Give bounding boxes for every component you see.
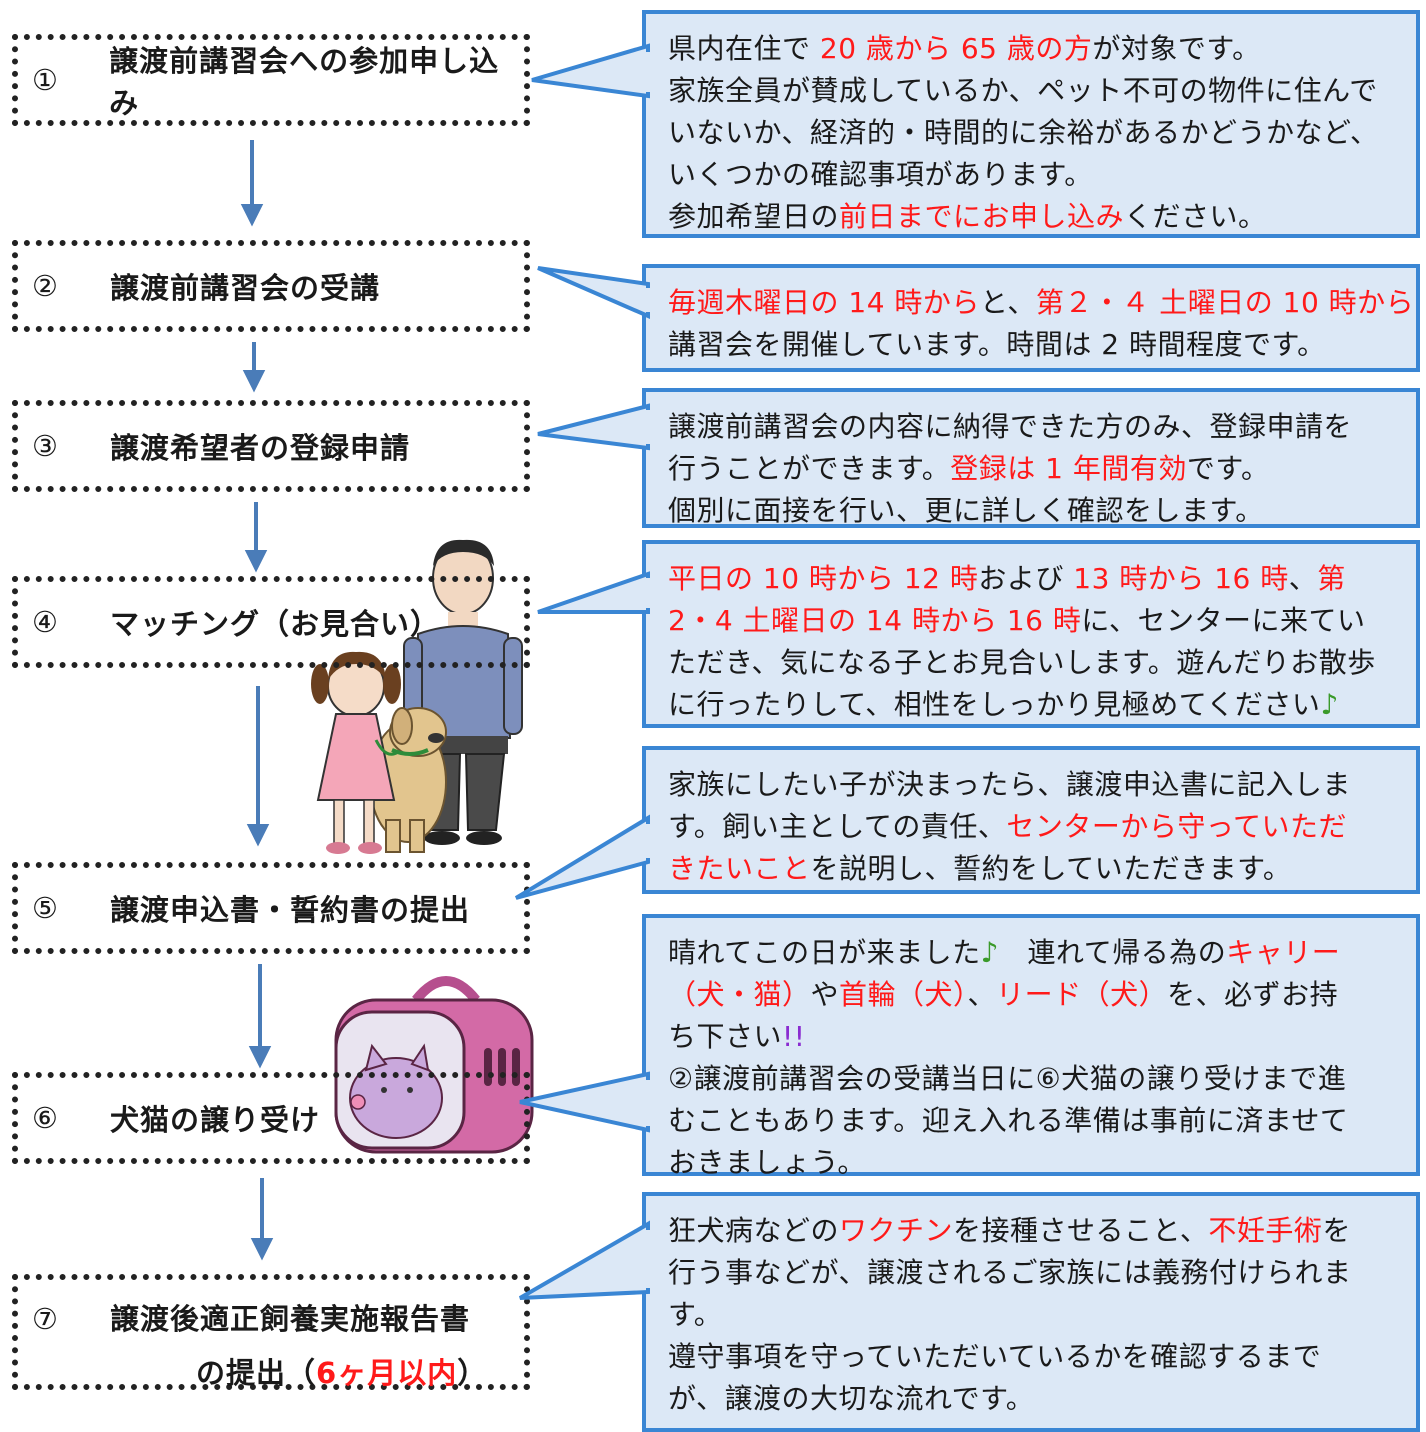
- step-number: ③: [32, 429, 59, 463]
- text: および: [978, 562, 1074, 595]
- step-label-part: の提出（: [196, 1356, 317, 1390]
- text: を: [1322, 1214, 1351, 1247]
- step-6-box: ⑥ 犬猫の譲り受け: [12, 1072, 530, 1164]
- step-7-box: ⑦ 譲渡後適正飼養実施報告書 の提出（6ヶ月以内）: [12, 1274, 530, 1390]
- callout-step-4: 平日の 10 時から 12 時および 13 時から 16 時、第 2・4 土曜日…: [642, 540, 1420, 728]
- text: が対象です。: [1092, 32, 1261, 65]
- text-line: が、譲渡の大切な流れです。: [668, 1382, 1035, 1415]
- text-line: いくつかの確認事項があります。: [668, 158, 1093, 191]
- step-number: ⑦: [32, 1302, 59, 1336]
- highlight: 第: [1317, 562, 1346, 595]
- highlight: 首輪（犬）: [839, 978, 968, 1011]
- text: に行ったりして、相性をしっかり見極めてください: [668, 688, 1321, 721]
- text: ください。: [1124, 200, 1267, 233]
- text: です。: [1186, 452, 1270, 485]
- text-line: 遵守事項を守っていただいているかを確認するまで: [668, 1340, 1322, 1373]
- step-4-box: ④ マッチング（お見合い）: [12, 576, 530, 668]
- family-with-dog-illustration: [311, 539, 523, 854]
- text: を説明し、誓約をしていただきます。: [810, 852, 1292, 885]
- step-2-box: ② 譲渡前講習会の受講: [12, 240, 530, 332]
- step-label: マッチング（お見合い）: [110, 607, 441, 641]
- text: 県内在住で: [668, 32, 820, 65]
- text: 、: [967, 978, 997, 1011]
- text: 行うことができます。: [668, 452, 951, 485]
- text: や: [810, 978, 840, 1011]
- step-number: ①: [32, 63, 59, 97]
- callout-step-6: 晴れてこの日が来ました♪ 連れて帰る為のキャリー （犬・猫）や首輪（犬）、リード…: [642, 914, 1420, 1179]
- highlight: 13 時から 16 時: [1073, 562, 1289, 595]
- text: す。飼い主としての責任、: [668, 810, 1007, 843]
- callout-step-3: 譲渡前講習会の内容に納得できた方のみ、登録申請を 行うことができます。登録は 1…: [642, 388, 1420, 528]
- text-line: ただき、気になる子とお見合いします。遊んだりお散歩: [668, 646, 1376, 679]
- step-number: ④: [32, 605, 59, 639]
- text-line: いないか、経済的・時間的に余裕があるかどうかなど、: [668, 116, 1379, 149]
- step-label-line2: の提出（6ヶ月以内）: [18, 1350, 524, 1392]
- text-line: ②譲渡前講習会の受講当日に⑥犬猫の譲り受けまで進: [668, 1062, 1347, 1095]
- highlight: 毎週木曜日の 14 時から: [668, 286, 980, 319]
- text: 狂犬病などの: [668, 1214, 840, 1247]
- text: 連れて帰る為の: [999, 936, 1227, 969]
- exclamation-glyph: !!: [782, 1020, 806, 1053]
- step-label: 譲渡前講習会への参加申し込み: [109, 44, 500, 120]
- callout-step-5: 家族にしたい子が決まったら、譲渡申込書に記入しま す。飼い主としての責任、センタ…: [642, 746, 1420, 894]
- highlight: きたいこと: [668, 852, 811, 885]
- text: 晴れてこの日が来ました: [668, 936, 981, 969]
- step-label: 譲渡後適正飼養実施報告書: [110, 1302, 471, 1336]
- text: と、: [979, 286, 1036, 319]
- callout-step-2: 毎週木曜日の 14 時からと、第２・４ 土曜日の 10 時から 講習会を開催して…: [642, 264, 1420, 372]
- callout-step-1: 県内在住で 20 歳から 65 歳の方が対象です。 家族全員が賛成しているか、ペ…: [642, 10, 1420, 238]
- text: ち下さい: [668, 1020, 783, 1053]
- highlight: 不妊手術: [1208, 1214, 1323, 1247]
- highlight: ワクチン: [839, 1214, 954, 1247]
- step-3-box: ③ 譲渡希望者の登録申請: [12, 400, 530, 492]
- highlight: 20 歳から 65 歳の方: [819, 32, 1093, 65]
- text-line: 家族にしたい子が決まったら、譲渡申込書に記入しま: [668, 768, 1351, 801]
- step-5-box: ⑤ 譲渡申込書・誓約書の提出: [12, 862, 530, 954]
- step-label: 譲渡希望者の登録申請: [110, 431, 411, 465]
- text: を接種させること、: [953, 1214, 1209, 1247]
- text-line: 行う事などが、譲渡されるご家族には義務付けられま: [668, 1256, 1352, 1289]
- highlight: 平日の 10 時から 12 時: [668, 562, 979, 595]
- step-number: ⑥: [32, 1101, 59, 1135]
- deadline-highlight: 6ヶ月以内: [316, 1356, 458, 1390]
- highlight: センターから守っていただ: [1006, 810, 1347, 843]
- text: 参加希望日の: [668, 200, 840, 233]
- text-line: 譲渡前講習会の内容に納得できた方のみ、登録申請を: [668, 410, 1353, 443]
- highlight: リード（犬）: [996, 978, 1168, 1011]
- highlight: キャリー: [1226, 936, 1341, 969]
- music-note-glyph: ♪: [1320, 688, 1339, 721]
- text-line: むこともあります。迎え入れる準備は事前に済ませて: [668, 1104, 1349, 1137]
- step-number: ⑤: [32, 891, 59, 925]
- text-line: 個別に面接を行い、更に詳しく確認をします。: [668, 494, 1264, 527]
- step-label: 譲渡前講習会の受講: [110, 271, 381, 305]
- text-line: 家族全員が賛成しているか、ペット不可の物件に住んで: [668, 74, 1378, 107]
- highlight: （犬・猫）: [668, 978, 811, 1011]
- step-label: 譲渡申込書・誓約書の提出: [110, 893, 471, 927]
- callout-step-7: 狂犬病などのワクチンを接種させること、不妊手術を 行う事などが、譲渡されるご家族…: [642, 1192, 1420, 1432]
- text: を、必ずお持: [1167, 978, 1339, 1011]
- step-label: 犬猫の譲り受け: [110, 1103, 321, 1137]
- text-line: す。: [668, 1298, 723, 1331]
- step-1-box: ① 譲渡前講習会への参加申し込み: [12, 34, 530, 126]
- text: 、: [1288, 562, 1318, 595]
- text-line: おきましょう。: [668, 1146, 866, 1179]
- highlight: 登録は 1 年間有効: [950, 452, 1187, 485]
- highlight: 前日までにお申し込み: [839, 200, 1125, 233]
- highlight: 第２・４ 土曜日の 10 時から: [1035, 286, 1415, 319]
- step-number: ②: [32, 269, 59, 303]
- music-note-glyph: ♪: [980, 936, 1000, 969]
- text-line: 講習会を開催しています。時間は 2 時間程度です。: [668, 328, 1326, 361]
- highlight: 2・4 土曜日の 14 時から 16 時: [668, 604, 1082, 637]
- text: に、センターに来てい: [1081, 604, 1366, 637]
- step-label-part: ）: [457, 1356, 488, 1390]
